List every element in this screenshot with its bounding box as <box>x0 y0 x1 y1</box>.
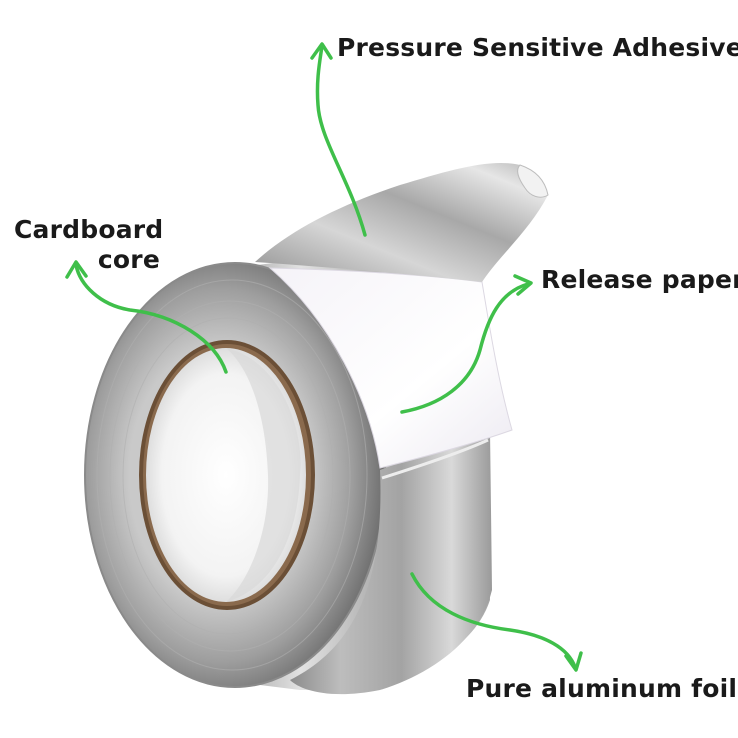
label-cardboard-core-line1: Cardboard <box>14 215 164 244</box>
arrow-core <box>74 263 228 374</box>
label-pressure-sensitive-adhesive: Pressure Sensitive Adhesive <box>337 33 738 62</box>
label-cardboard-core-line2: core <box>97 245 160 274</box>
arrows <box>65 42 583 672</box>
arrow-adhesive <box>315 44 367 237</box>
peeled-foil-flap <box>255 162 548 282</box>
foil-band-front <box>290 430 492 695</box>
label-cardboard-core: Cardboard core <box>14 215 164 275</box>
label-pure-aluminum-foil: Pure aluminum foil <box>466 674 738 703</box>
arrow-release <box>400 282 530 414</box>
release-paper <box>268 267 513 469</box>
arrow-foil <box>410 572 577 669</box>
label-release-paper: Release paper <box>541 265 738 294</box>
roll-ring-texture <box>96 279 368 671</box>
